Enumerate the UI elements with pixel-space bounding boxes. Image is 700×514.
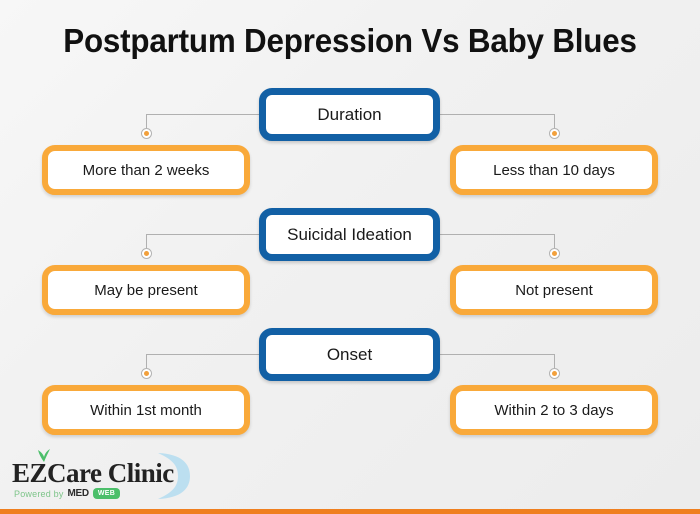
criterion-label: Duration xyxy=(317,105,382,124)
criterion-box[interactable]: Duration xyxy=(259,88,440,141)
connector-line-right xyxy=(436,354,554,355)
logo-wordmark: EZCare Clinic xyxy=(12,458,174,488)
ppd-value-label: Within 1st month xyxy=(90,401,202,419)
connector-node-left-icon xyxy=(141,248,152,259)
baby-blues-value-box[interactable]: Less than 10 days xyxy=(450,145,658,195)
brand-logo[interactable]: EZCare Clinic Powered by MED WEB xyxy=(10,448,200,506)
connector-drop-left xyxy=(146,114,147,133)
ppd-value-label: More than 2 weeks xyxy=(82,161,210,179)
criterion-box[interactable]: Onset xyxy=(259,328,440,381)
criterion-label: Onset xyxy=(326,345,373,364)
baby-blues-value-box[interactable]: Within 2 to 3 days xyxy=(450,385,658,435)
baby-blues-value-label: Not present xyxy=(515,281,593,299)
criterion-box[interactable]: Suicidal Ideation xyxy=(259,208,440,261)
bottom-accent-bar xyxy=(0,509,700,514)
leaf-icon xyxy=(38,449,50,462)
ppd-value-box[interactable]: More than 2 weeks xyxy=(42,145,250,195)
connector-line-right xyxy=(436,114,554,115)
comparison-row: Duration More than 2 weeks Less than 10 … xyxy=(0,88,700,218)
baby-blues-value-label: Less than 10 days xyxy=(493,161,615,179)
comparison-row: Suicidal Ideation May be present Not pre… xyxy=(0,208,700,338)
criterion-label: Suicidal Ideation xyxy=(287,225,412,244)
ppd-value-label: May be present xyxy=(94,281,198,299)
connector-node-left-icon xyxy=(141,368,152,379)
connector-drop-right xyxy=(554,354,555,373)
connector-node-right-icon xyxy=(549,248,560,259)
connector-node-right-icon xyxy=(549,128,560,139)
connector-line-left xyxy=(146,234,263,235)
logo-tagline: Powered by MED WEB xyxy=(14,488,121,499)
connector-drop-left xyxy=(146,234,147,253)
logo-med-text: MED xyxy=(67,488,90,499)
connector-node-right-icon xyxy=(549,368,560,379)
swoosh-icon xyxy=(158,453,190,499)
connector-line-left xyxy=(146,354,263,355)
connector-line-left xyxy=(146,114,263,115)
connector-drop-right xyxy=(554,114,555,133)
connector-node-left-icon xyxy=(141,128,152,139)
baby-blues-value-box[interactable]: Not present xyxy=(450,265,658,315)
logo-web-badge: WEB xyxy=(92,488,121,499)
logo-powered-by-text: Powered by xyxy=(14,488,64,499)
ppd-value-box[interactable]: Within 1st month xyxy=(42,385,250,435)
page-title: Postpartum Depression Vs Baby Blues xyxy=(63,22,637,59)
connector-drop-right xyxy=(554,234,555,253)
connector-line-right xyxy=(436,234,554,235)
comparison-row: Onset Within 1st month Within 2 to 3 day… xyxy=(0,328,700,458)
connector-drop-left xyxy=(146,354,147,373)
ppd-value-box[interactable]: May be present xyxy=(42,265,250,315)
baby-blues-value-label: Within 2 to 3 days xyxy=(494,401,614,419)
